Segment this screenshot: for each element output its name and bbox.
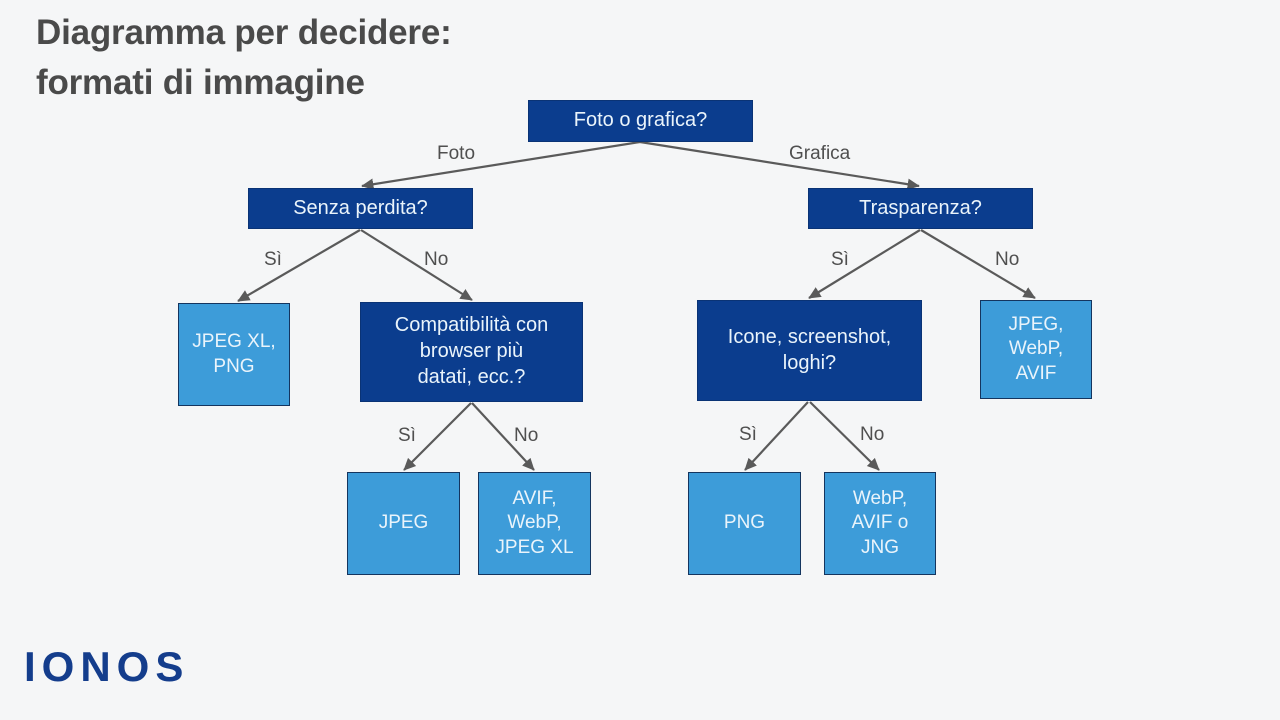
node-senza_perdita[interactable]: Senza perdita? bbox=[248, 188, 473, 229]
edge-e-root-trasp bbox=[639, 140, 920, 190]
node-icone[interactable]: Icone, screenshot, loghi? bbox=[697, 300, 922, 401]
node-webp_avif_jng[interactable]: WebP, AVIF o JNG bbox=[824, 472, 936, 575]
node-png[interactable]: PNG bbox=[688, 472, 801, 575]
edge-label-e-trasp-jpeg: No bbox=[995, 249, 1020, 270]
edge-e-senza-compat bbox=[360, 229, 473, 301]
edge-e-root-senza bbox=[361, 140, 641, 190]
edge-label-e-icone-webp: No bbox=[860, 424, 885, 445]
edge-label-e-compat-jpeg: Sì bbox=[398, 425, 416, 446]
edge-e-senza-jpegxl bbox=[237, 229, 361, 302]
node-jpeg[interactable]: JPEG bbox=[347, 472, 460, 575]
edge-label-e-trasp-icone: Sì bbox=[831, 249, 849, 270]
page-title: Diagramma per decidere: formati di immag… bbox=[36, 13, 452, 103]
edge-label-e-root-senza: Foto bbox=[437, 143, 476, 164]
node-compat[interactable]: Compatibilità con browser più datati, ec… bbox=[360, 302, 583, 402]
edge-label-e-icone-png: Sì bbox=[739, 424, 757, 445]
edge-label-e-compat-avif: No bbox=[514, 425, 539, 446]
edge-label-e-senza-jpegxl: Sì bbox=[264, 249, 282, 270]
node-avif_webp_jxl[interactable]: AVIF, WebP, JPEG XL bbox=[478, 472, 591, 575]
node-trasparenza[interactable]: Trasparenza? bbox=[808, 188, 1033, 229]
edge-label-e-senza-compat: No bbox=[424, 249, 449, 270]
ionos-logo: IONOS bbox=[24, 643, 190, 690]
edge-label-e-root-trasp: Grafica bbox=[789, 143, 851, 164]
edge-e-trasp-icone bbox=[808, 229, 921, 299]
node-root[interactable]: Foto o grafica? bbox=[528, 100, 753, 142]
node-jpegxl_png[interactable]: JPEG XL, PNG bbox=[178, 303, 290, 406]
node-jpeg_webp_avif[interactable]: JPEG, WebP, AVIF bbox=[980, 300, 1092, 399]
